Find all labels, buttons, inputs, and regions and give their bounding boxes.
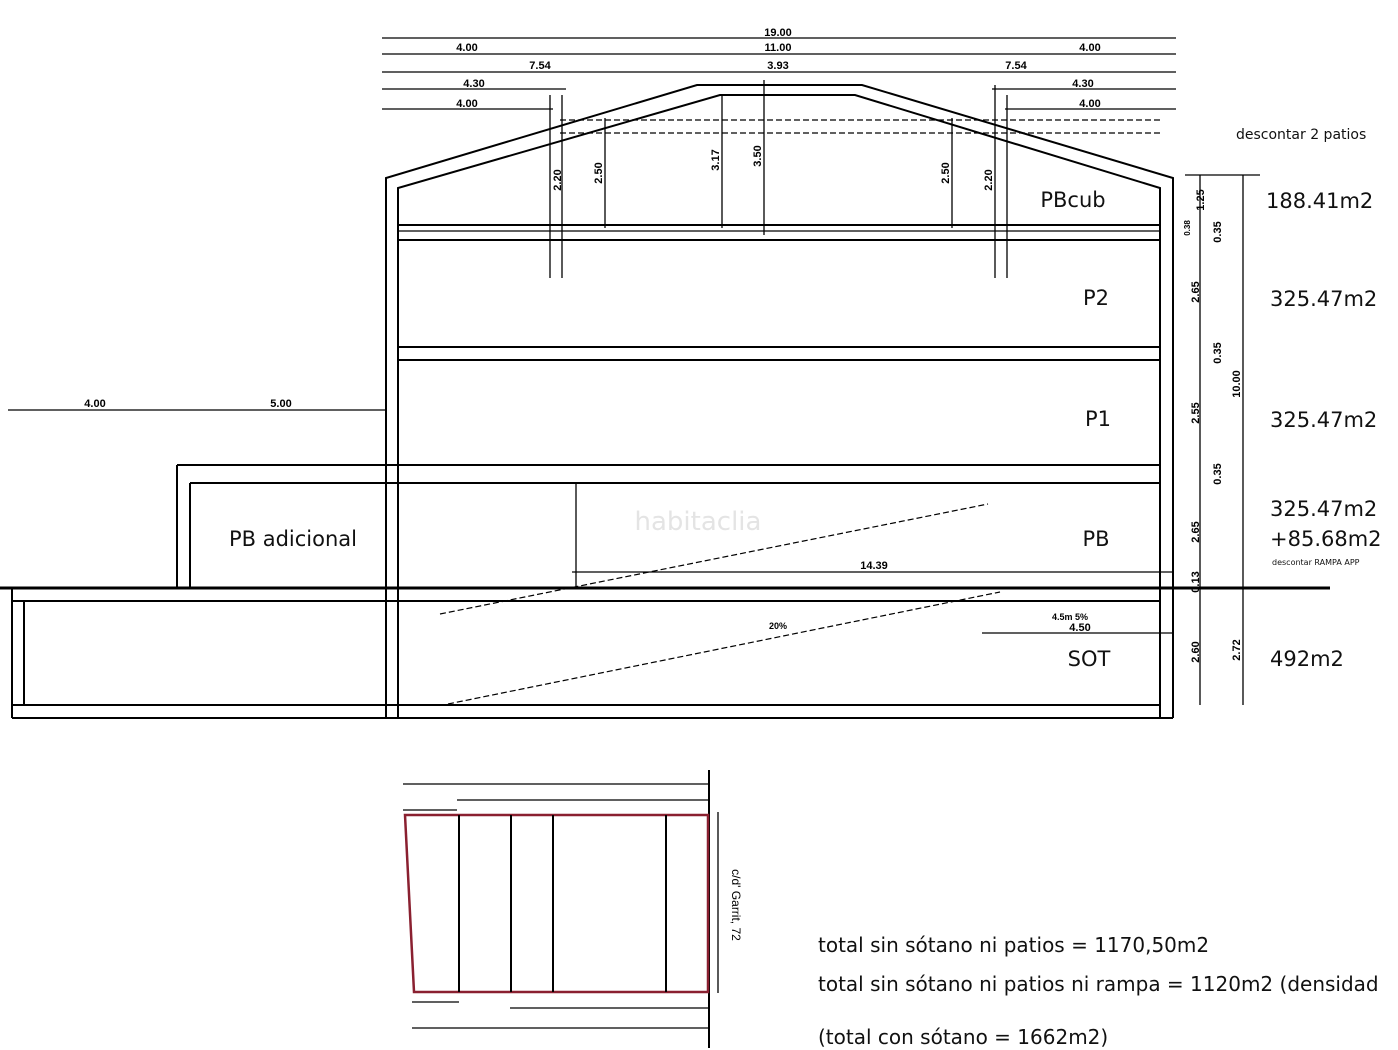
dim-label: 4.00 bbox=[1079, 98, 1100, 110]
floor-labels: PBcub P2 P1 PB PB adicional SOT bbox=[229, 188, 1111, 671]
dim-label: 0.35 bbox=[1212, 221, 1224, 242]
area-labels: descontar 2 patios 188.41m2 325.47m2 325… bbox=[1236, 127, 1382, 671]
street-label: c/d' Garrit, 72 bbox=[729, 869, 743, 941]
dim-label: 5.00 bbox=[270, 398, 291, 410]
dim-label: 14.39 bbox=[860, 560, 888, 572]
total-line: total sin sótano ni patios = 1170,50m2 bbox=[818, 933, 1209, 957]
dim-label: 2.65 bbox=[1190, 281, 1202, 302]
total-line: total sin sótano ni patios ni rampa = 11… bbox=[818, 972, 1379, 996]
floor-label-pb: PB bbox=[1082, 527, 1109, 551]
dim-label: 11.00 bbox=[765, 42, 792, 54]
dim-label: 20% bbox=[769, 621, 787, 631]
dim-label: 0.35 bbox=[1212, 463, 1224, 484]
area-pb-extra: +85.68m2 bbox=[1270, 527, 1382, 551]
note-descontar-patios: descontar 2 patios bbox=[1236, 127, 1366, 143]
note-descontar-rampa: descontar RAMPA APP bbox=[1272, 558, 1360, 567]
dim-label: 10.00 bbox=[1231, 370, 1243, 398]
dim-19: 19.00 bbox=[764, 27, 792, 39]
floor-label-p1: P1 bbox=[1085, 407, 1111, 431]
dim-label: 4.00 bbox=[1079, 42, 1100, 54]
site-plan: c/d' Garrit, 72 bbox=[403, 770, 743, 1048]
dim-label: 4.00 bbox=[456, 42, 477, 54]
roof-height-labels: 2.20 2.50 3.17 3.50 2.50 2.20 4.00 5.00 bbox=[84, 145, 995, 410]
dim-label: 4.30 bbox=[463, 78, 484, 90]
floor-label-pbcub: PBcub bbox=[1040, 188, 1105, 212]
dim-label: 2.55 bbox=[1190, 402, 1202, 423]
area-p1: 325.47m2 bbox=[1270, 408, 1377, 432]
total-line: (total con sótano = 1662m2) bbox=[818, 1025, 1108, 1049]
top-dimensions: 19.00 4.00 11.00 4.00 7.54 3.93 7.54 4.3… bbox=[382, 27, 1176, 110]
floor-label-sot: SOT bbox=[1068, 647, 1111, 671]
floor-label-pb-adicional: PB adicional bbox=[229, 527, 357, 551]
area-pbcub: 188.41m2 bbox=[1266, 189, 1373, 213]
dim-label: 4.5m 5% bbox=[1052, 612, 1088, 622]
dim-label: 2.50 bbox=[940, 162, 952, 183]
area-p2: 325.47m2 bbox=[1270, 287, 1377, 311]
dim-label: 4.30 bbox=[1072, 78, 1093, 90]
dim-label: 2.20 bbox=[552, 169, 564, 190]
dim-label: 7.54 bbox=[529, 60, 551, 72]
dim-label: 2.65 bbox=[1190, 521, 1202, 542]
dim-label: 3.93 bbox=[767, 60, 788, 72]
area-pb: 325.47m2 bbox=[1270, 497, 1377, 521]
ramp-labels: 14.39 20% 4.5m 5% 4.50 bbox=[769, 560, 1091, 634]
dim-label: 0.35 bbox=[1212, 342, 1224, 363]
dim-label: 1.25 bbox=[1195, 189, 1207, 210]
dim-label: 4.00 bbox=[456, 98, 477, 110]
vertical-dimension-labels: 1.25 0.38 0.35 2.65 0.35 2.55 0.35 2.65 … bbox=[1183, 189, 1243, 662]
building-outline bbox=[0, 80, 1330, 719]
dim-label: 2.60 bbox=[1190, 641, 1202, 662]
totals: total sin sótano ni patios = 1170,50m2 t… bbox=[818, 933, 1379, 1049]
dim-label: 3.50 bbox=[752, 145, 764, 166]
dim-label: 2.50 bbox=[593, 162, 605, 183]
watermark: habitaclia bbox=[635, 507, 762, 537]
dim-label: 2.20 bbox=[983, 169, 995, 190]
dim-label: 2.72 bbox=[1231, 639, 1243, 660]
dim-label: 0.13 bbox=[1190, 571, 1202, 592]
dim-label: 4.00 bbox=[84, 398, 105, 410]
dim-label: 0.38 bbox=[1183, 220, 1192, 236]
floor-label-p2: P2 bbox=[1083, 286, 1109, 310]
dim-label: 3.17 bbox=[710, 149, 722, 170]
dim-label: 4.50 bbox=[1069, 622, 1090, 634]
area-sot: 492m2 bbox=[1270, 647, 1344, 671]
dim-label: 7.54 bbox=[1005, 60, 1027, 72]
